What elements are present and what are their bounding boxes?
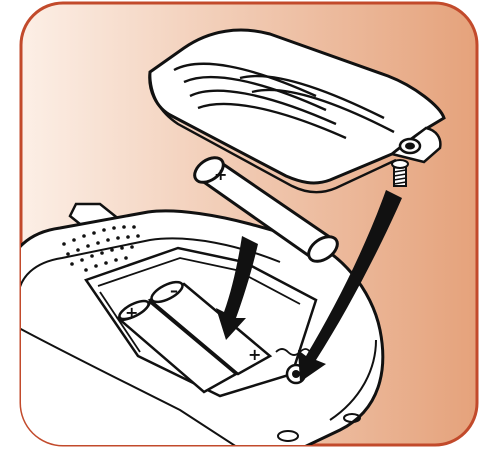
battery-polarity-plus: + [125, 303, 138, 322]
battery-polarity-minus: – [170, 281, 178, 300]
battery-polarity-plus: + [248, 345, 261, 364]
screw-icon [392, 160, 408, 186]
battery-polarity-plus: + [214, 165, 227, 184]
